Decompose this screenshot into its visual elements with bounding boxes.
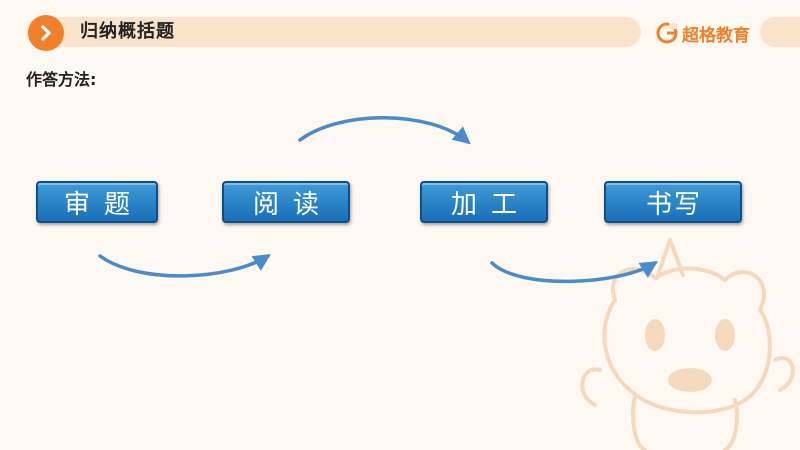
arrow-jiagong-to-shuxie (490, 261, 658, 284)
title-bar-end (760, 17, 800, 47)
brand: 超格教育 (655, 20, 750, 46)
step-yuedu: 阅读 (222, 181, 350, 223)
brand-logo-icon (656, 22, 678, 44)
chevron-right-icon (28, 15, 64, 51)
arrow-shenti-to-yuedu (98, 254, 271, 278)
brand-name: 超格教育 (682, 25, 750, 46)
page-title: 归纳概括题 (80, 21, 175, 42)
arrow-yuedu-to-jiagong (298, 116, 471, 145)
mascot-watermark (580, 238, 795, 450)
step-shuxie: 书写 (604, 181, 742, 223)
step-shenti: 审题 (36, 181, 158, 223)
title-bar (26, 17, 641, 47)
method-label: 作答方法: (26, 70, 97, 89)
step-jiagong: 加工 (420, 181, 548, 223)
